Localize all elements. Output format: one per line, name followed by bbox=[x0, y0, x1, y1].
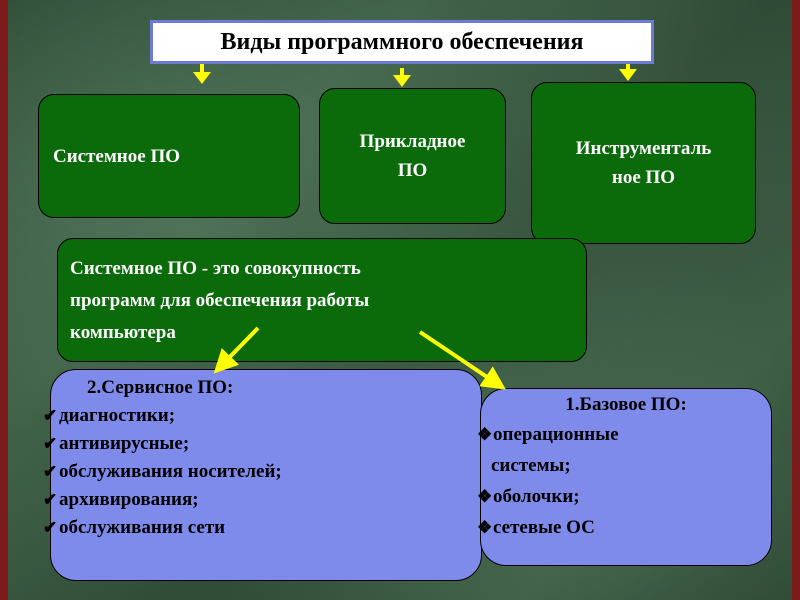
definition-box: Системное ПО - это совокупность программ… bbox=[57, 238, 587, 362]
service-software-heading: 2.Сервисное ПО: bbox=[87, 377, 234, 398]
service-software-list: ✔диагностики; ✔антивирусные; ✔обслуживан… bbox=[43, 402, 282, 542]
base-software-heading: 1.Базовое ПО: bbox=[565, 394, 687, 415]
base-software-list: ❖операционные системы; ❖оболочки; ❖сетев… bbox=[477, 419, 619, 543]
base-software-box: 1.Базовое ПО: ❖операционные системы; ❖об… bbox=[477, 388, 772, 566]
applied-software-box: Прикладное ПО bbox=[319, 88, 506, 224]
diagram-title: Виды программного обеспечения bbox=[150, 20, 654, 64]
diamond-bullet-icon: ❖ bbox=[477, 518, 493, 537]
list-item-text: сетевые ОС bbox=[493, 517, 595, 538]
checkmark-icon: ✔ bbox=[43, 518, 58, 537]
list-item-text: диагностики; bbox=[59, 405, 176, 426]
list-item-text: оболочки; bbox=[493, 486, 580, 507]
tool-software-label-line: Инструменталь bbox=[575, 138, 712, 159]
system-software-label: Системное ПО bbox=[53, 145, 180, 167]
list-item: ✔обслуживания сети bbox=[43, 514, 282, 542]
list-item: ❖сетевые ОС bbox=[477, 512, 619, 543]
slide-frame-left bbox=[0, 0, 8, 600]
list-item-text: архивирования; bbox=[59, 489, 199, 510]
system-software-box: Системное ПО bbox=[38, 94, 300, 218]
list-item-text: обслуживания сети bbox=[59, 517, 226, 538]
applied-software-label-line: Прикладное bbox=[359, 131, 466, 152]
slide-frame-right bbox=[792, 0, 800, 600]
diamond-bullet-icon: ❖ bbox=[477, 487, 493, 506]
tool-software-box: Инструменталь ное ПО bbox=[531, 82, 756, 244]
list-item-text: операционные bbox=[493, 424, 619, 445]
list-item-text-continued: системы; bbox=[491, 455, 571, 476]
checkmark-icon: ✔ bbox=[43, 490, 58, 509]
list-item: ❖оболочки; bbox=[477, 481, 619, 512]
list-item: ✔диагностики; bbox=[43, 402, 282, 430]
definition-line: программ для обеспечения работы bbox=[70, 290, 370, 311]
list-item: ❖операционные системы; bbox=[477, 419, 619, 481]
list-item: ✔архивирования; bbox=[43, 486, 282, 514]
service-software-box: 2.Сервисное ПО: ✔диагностики; ✔антивирус… bbox=[43, 369, 482, 581]
checkmark-icon: ✔ bbox=[43, 406, 58, 425]
list-item-text: антивирусные; bbox=[59, 433, 190, 454]
title-to-system-arrow bbox=[193, 64, 211, 84]
checkmark-icon: ✔ bbox=[43, 434, 58, 453]
definition-line: компьютера bbox=[70, 322, 176, 343]
applied-software-label-line: ПО bbox=[397, 160, 428, 181]
diamond-bullet-icon: ❖ bbox=[477, 425, 493, 444]
checkmark-icon: ✔ bbox=[43, 462, 58, 481]
list-item: ✔обслуживания носителей; bbox=[43, 458, 282, 486]
list-item: ✔антивирусные; bbox=[43, 430, 282, 458]
tool-software-label-line: ное ПО bbox=[611, 167, 676, 188]
definition-line: Системное ПО - это совокупность bbox=[70, 258, 361, 279]
list-item-text: обслуживания носителей; bbox=[59, 461, 282, 482]
title-to-applied-arrow bbox=[393, 68, 411, 87]
title-to-tools-arrow bbox=[619, 64, 637, 81]
